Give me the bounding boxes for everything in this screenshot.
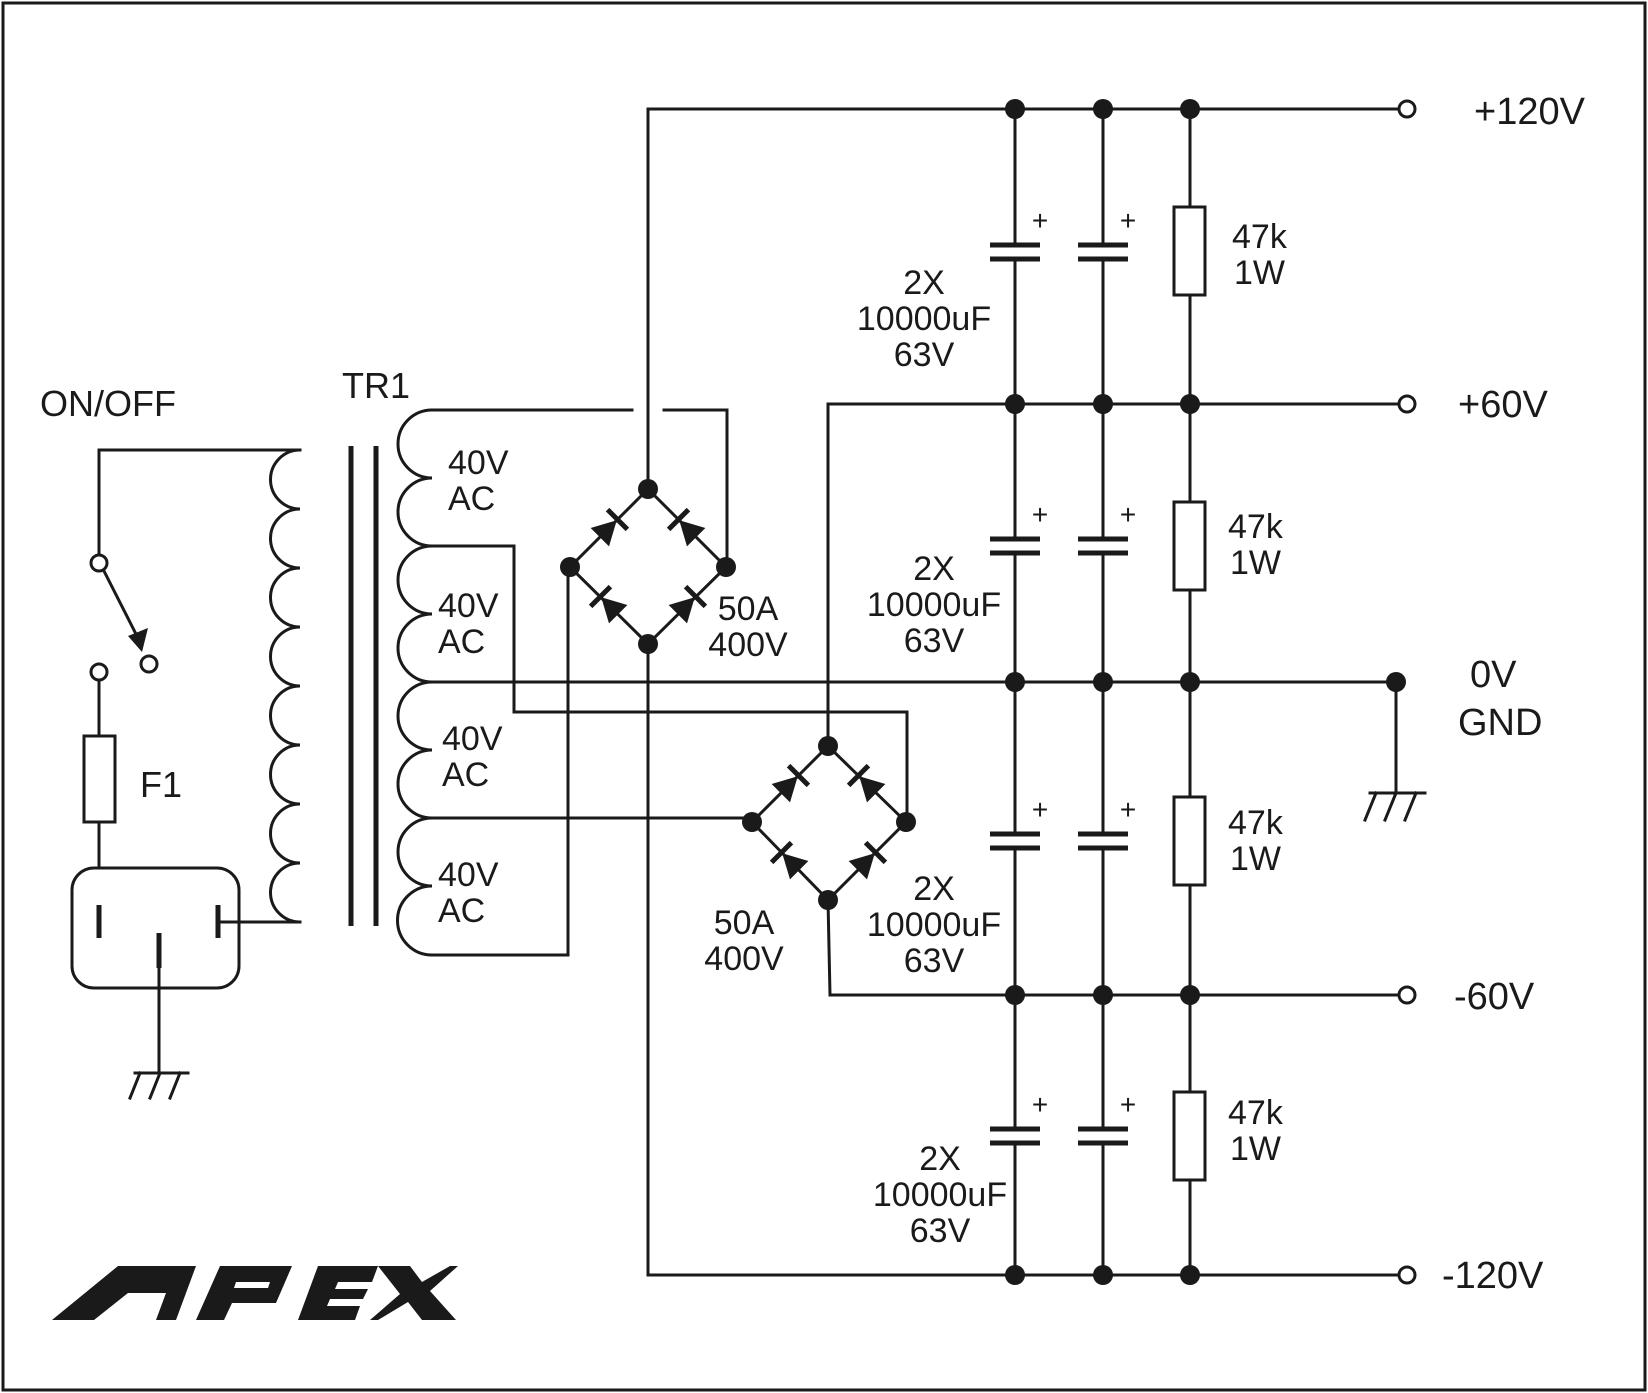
fuse xyxy=(82,734,117,824)
rail-label-gnd: GND xyxy=(1458,702,1542,744)
switch-label: ON/OFF xyxy=(40,383,176,424)
cap-bank-1-line2: 10000uF xyxy=(857,300,991,338)
resistor-2 xyxy=(1172,500,1207,592)
cap-plus-2a: + xyxy=(1032,499,1048,530)
rail-label-neg60: -60V xyxy=(1454,976,1535,1018)
cap-bank-3-line1: 2X xyxy=(913,870,955,908)
bridge-2-line2: 400V xyxy=(704,940,784,978)
cap-plus-1b: + xyxy=(1120,205,1136,236)
secondary-3-line1: 40V xyxy=(442,720,503,758)
cap-plus-4a: + xyxy=(1032,1089,1048,1120)
capacitor-row-3 xyxy=(990,831,1128,851)
resistor-1-line1: 47k xyxy=(1232,218,1288,256)
resistor-4-line2: 1W xyxy=(1230,1130,1281,1168)
resistor-1 xyxy=(1172,205,1207,297)
cap-bank-2-line3: 63V xyxy=(904,622,965,660)
rail-label-0v: 0V xyxy=(1470,654,1517,696)
rail-label-pos60: +60V xyxy=(1458,384,1548,426)
transformer-label: TR1 xyxy=(342,365,410,406)
iec-socket xyxy=(70,866,241,990)
bridge-2-line1: 50A xyxy=(714,904,775,942)
cap-plus-3a: + xyxy=(1032,794,1048,825)
resistor-2-line2: 1W xyxy=(1230,544,1281,582)
ground-symbol-output xyxy=(1363,791,1427,822)
cap-bank-3-line3: 63V xyxy=(904,942,965,980)
secondary-2-line1: 40V xyxy=(438,587,499,625)
output-terminals xyxy=(1363,99,1427,1285)
cap-bank-2-line1: 2X xyxy=(913,550,955,588)
cap-plus-4b: + xyxy=(1120,1089,1136,1120)
cap-bank-2-line2: 10000uF xyxy=(867,586,1001,624)
capacitor-row-1 xyxy=(990,242,1128,262)
fuse-label: F1 xyxy=(140,764,182,805)
rail-label-neg120: -120V xyxy=(1442,1255,1544,1297)
resistor-3-line2: 1W xyxy=(1230,840,1281,878)
resistor-4 xyxy=(1172,1090,1207,1182)
on-off-switch xyxy=(101,568,143,645)
cap-plus-1a: + xyxy=(1032,205,1048,236)
cap-bank-1-line3: 63V xyxy=(894,336,955,374)
secondary-1-line2: AC xyxy=(448,480,495,518)
transformer xyxy=(269,408,434,957)
cap-bank-3-line2: 10000uF xyxy=(867,906,1001,944)
secondary-4-line1: 40V xyxy=(438,856,499,894)
resistor-2-line1: 47k xyxy=(1228,508,1284,546)
secondary-4-line2: AC xyxy=(438,892,485,930)
cap-plus-2b: + xyxy=(1120,499,1136,530)
ground-symbol-mains xyxy=(128,1071,190,1100)
bridge-1-line1: 50A xyxy=(718,590,779,628)
mains-input xyxy=(70,448,302,1100)
labels: +120V +60V 0V GND -60V -120V ON/OFF F1 T… xyxy=(40,91,1586,1297)
secondary-2-line2: AC xyxy=(438,623,485,661)
cap-bank-4-line3: 63V xyxy=(910,1212,971,1250)
resistor-4-line1: 47k xyxy=(1228,1094,1284,1132)
cap-plus-3b: + xyxy=(1120,794,1136,825)
bridge-1-line2: 400V xyxy=(708,626,788,664)
resistor-3 xyxy=(1172,795,1207,887)
apex-logo xyxy=(52,1266,458,1320)
cap-bank-4-line1: 2X xyxy=(919,1140,961,1178)
secondary-3-line2: AC xyxy=(442,756,489,794)
junction-dots xyxy=(1005,99,1200,1285)
capacitor-row-2 xyxy=(990,536,1128,556)
cap-bank-1-line1: 2X xyxy=(903,264,945,302)
bridge-rectifier-2 xyxy=(742,402,1402,997)
secondary-1-line1: 40V xyxy=(448,444,509,482)
filter-bank: + + + + + + + + xyxy=(990,99,1207,1285)
resistor-1-line2: 1W xyxy=(1234,254,1285,292)
resistor-3-line1: 47k xyxy=(1228,804,1284,842)
cap-bank-4-line2: 10000uF xyxy=(873,1176,1007,1214)
secondary-wiring xyxy=(430,408,1398,957)
capacitor-row-4 xyxy=(990,1126,1128,1146)
rail-label-pos120: +120V xyxy=(1474,91,1586,133)
